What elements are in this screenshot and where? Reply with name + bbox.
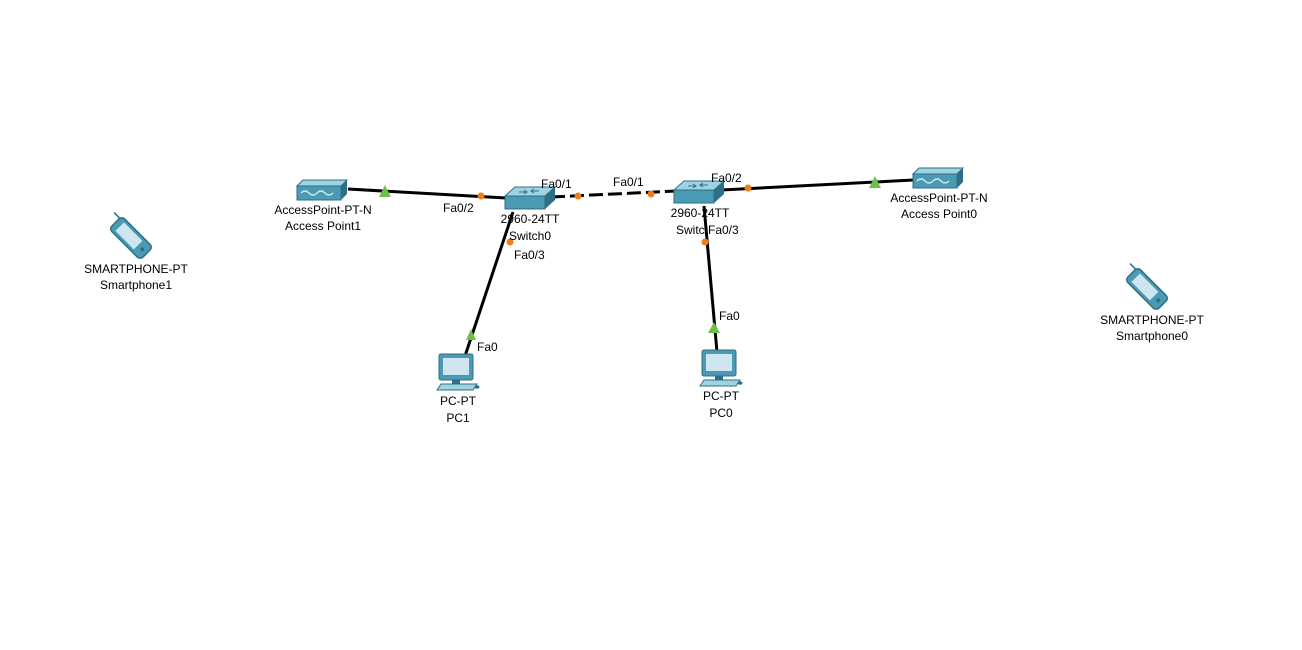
links-layer xyxy=(347,178,915,357)
device-name-label: Access Point1 xyxy=(285,219,361,233)
link-switch0-switch1[interactable] xyxy=(550,189,677,199)
device-model-label: SMARTPHONE-PT xyxy=(1100,313,1204,327)
device-model-label: PC-PT xyxy=(440,394,477,408)
port-up-marker xyxy=(708,322,720,333)
device-name-label-clip: Switch1 xyxy=(676,223,718,237)
device-name-label: Smartphone1 xyxy=(100,278,172,292)
switch-icon xyxy=(503,186,557,210)
pc-icon xyxy=(436,353,480,391)
device-access-point0[interactable]: AccessPoint-PT-N Access Point0 xyxy=(890,167,988,221)
port-down-marker xyxy=(574,192,582,200)
access-point-icon xyxy=(295,179,349,201)
device-model-label: 2960-24TT xyxy=(501,212,560,226)
link-switch1-ap0[interactable] xyxy=(720,178,915,192)
port-up-marker xyxy=(466,329,476,340)
device-model-label: SMARTPHONE-PT xyxy=(84,262,188,276)
device-model-label: AccessPoint-PT-N xyxy=(274,203,371,217)
port-down-marker xyxy=(647,190,655,198)
device-name-label: PC1 xyxy=(446,411,470,425)
port-label: Fa0/2 xyxy=(711,171,742,185)
switch-icon xyxy=(672,180,726,204)
smartphone-icon xyxy=(109,212,153,260)
device-switch0[interactable]: 2960-24TT Switch0 xyxy=(501,186,560,243)
device-pc1[interactable]: PC-PT PC1 xyxy=(436,353,480,425)
pc-icon xyxy=(699,349,743,387)
port-markers-layer xyxy=(379,176,881,340)
device-model-label: AccessPoint-PT-N xyxy=(890,191,987,205)
port-up-marker xyxy=(869,176,881,188)
port-label: Fa0 xyxy=(719,309,740,323)
port-label: Fa0 xyxy=(477,340,498,354)
device-smartphone0[interactable]: SMARTPHONE-PT Smartphone0 xyxy=(1100,261,1205,343)
port-down-marker xyxy=(506,238,514,246)
port-up-marker xyxy=(379,185,391,197)
port-label: Fa0/3 xyxy=(514,248,545,262)
port-down-marker xyxy=(744,184,752,192)
port-down-marker xyxy=(701,238,709,246)
access-point-icon xyxy=(911,167,965,189)
smartphone-icon xyxy=(1125,263,1169,311)
device-name-label: Access Point0 xyxy=(901,207,977,221)
device-smartphone1[interactable]: SMARTPHONE-PT Smartphone1 xyxy=(84,210,189,292)
device-access-point1[interactable]: AccessPoint-PT-N Access Point1 xyxy=(274,179,372,233)
device-pc0[interactable]: PC-PT PC0 xyxy=(699,349,743,420)
device-name-label: Switch1 xyxy=(676,223,718,237)
port-label: Fa0/2 xyxy=(443,201,474,215)
port-label: Fa0/3 xyxy=(708,223,739,237)
device-name-label: PC0 xyxy=(709,406,733,420)
port-down-marker xyxy=(477,192,485,200)
port-labels-layer: Fa0/2 Fa0/1 Fa0/1 Fa0/2 Fa0/3 Fa0 Fa0/3 … xyxy=(443,171,742,354)
link-switch0-pc1[interactable] xyxy=(463,211,515,357)
device-name-label: Smartphone0 xyxy=(1116,329,1188,343)
device-model-label: 2960-24TT xyxy=(671,206,730,220)
port-label: Fa0/1 xyxy=(541,177,572,191)
device-switch1[interactable]: 2960-24TT Switch1 xyxy=(671,180,730,237)
device-model-label: PC-PT xyxy=(703,389,740,403)
device-name-label: Switch0 xyxy=(509,229,551,243)
port-label: Fa0/1 xyxy=(613,175,644,189)
